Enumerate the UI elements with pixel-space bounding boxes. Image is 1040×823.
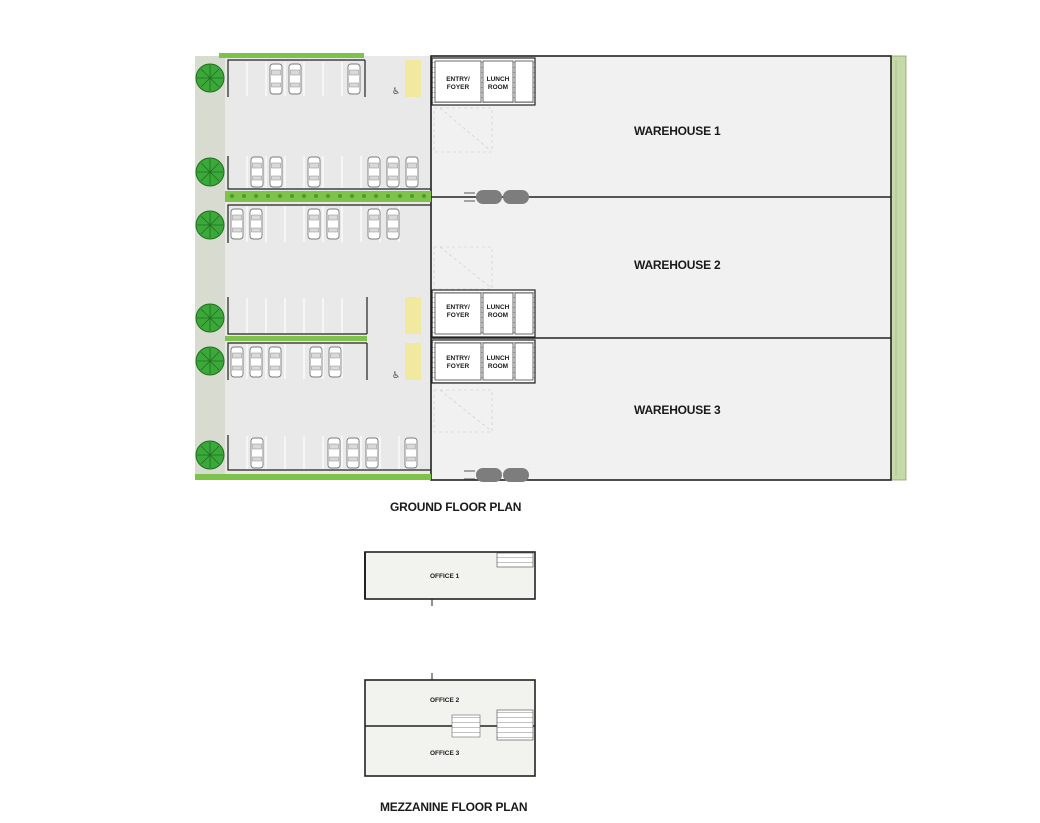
office-2-label: OFFICE 2	[430, 697, 460, 704]
warehouse-3-label: WAREHOUSE 3	[634, 403, 721, 417]
hedge-bottom	[195, 474, 431, 480]
office-block-3	[431, 339, 536, 384]
warehouse-2-label: WAREHOUSE 2	[634, 258, 721, 272]
mezzanine-floor-plan-caption: MEZZANINE FLOOR PLAN	[380, 800, 528, 814]
entry-foyer-label: ENTRY/FOYER	[446, 304, 470, 319]
east-verge	[890, 55, 907, 481]
west-landscape-strip	[195, 56, 225, 480]
entry-foyer-label: ENTRY/FOYER	[446, 76, 470, 91]
office-block-1	[431, 57, 536, 106]
entry-foyer-label: ENTRY/FOYER	[446, 355, 470, 370]
accessible-parking-icon: ♿	[392, 86, 400, 96]
mezzanine-office-1	[364, 551, 536, 606]
loading-zone-3	[405, 343, 421, 380]
warehouse-1-label: WAREHOUSE 1	[634, 124, 721, 138]
office-1-label: OFFICE 1	[430, 573, 460, 580]
ground-floor-plan-caption: GROUND FLOOR PLAN	[390, 500, 522, 514]
warehouse-building	[430, 55, 892, 481]
hedge-top	[219, 53, 364, 58]
loading-zone-1	[405, 60, 421, 97]
hedge-mid-2	[225, 336, 367, 341]
loading-zone-2	[405, 297, 421, 334]
parking-area	[225, 56, 431, 480]
mezzanine-offices-2-3	[364, 673, 536, 777]
office-block-2	[431, 289, 536, 338]
accessible-parking-icon: ♿	[392, 370, 400, 380]
office-3-label: OFFICE 3	[430, 750, 460, 757]
